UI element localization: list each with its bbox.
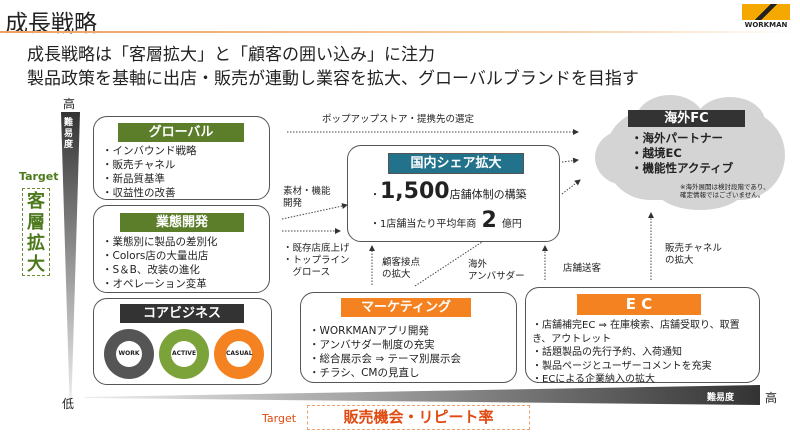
global-box: グローバル インバウンド戦略 販売チャネル 新品質基準 収益性の改善 <box>93 116 270 200</box>
label-touch-2: の拡大 <box>382 269 411 280</box>
label-existing-1: ・既存店底上げ <box>283 243 350 254</box>
avg-sales-unit: 億円 <box>501 219 522 230</box>
overseas-cloud: 海外FC 海外パートナー 越境EC 機能性アクティブ ※海外展開は検討段階であり… <box>595 95 790 210</box>
label-channel-1: 販売チャネル <box>665 243 722 254</box>
axis-low-label: 低 <box>62 397 75 411</box>
marketing-box: マーケティング WORKMANアプリ開発 アンバサダー制度の充実 総合展示会 ⇒… <box>300 292 517 383</box>
target-customer-expansion: 客層拡大 <box>22 188 50 276</box>
label-existing-3: グロース <box>283 267 331 278</box>
label-material-2: 開発 <box>283 198 303 209</box>
list-item: 販売チャネル <box>102 158 197 172</box>
core-business-box: コアビジネス WORK ACTIVE CASUAL <box>93 298 272 385</box>
gear-active-icon: ACTIVE <box>159 329 209 379</box>
domestic-share-box: 国内シェア拡大 ・1,500店舗体制の構築 ・1店舗当たり平均年商 2 億円 <box>347 145 560 242</box>
list-item: S＆B、改装の進化 <box>102 263 218 277</box>
domestic-header: 国内シェア拡大 <box>388 153 524 174</box>
list-item: アンバサダー制度の充実 <box>309 338 461 352</box>
axis-high-label: 高 <box>63 97 76 111</box>
avg-sales-value: 2 <box>481 208 497 233</box>
list-item: 海外パートナー <box>631 131 733 146</box>
gear-work-icon: WORK <box>104 329 154 379</box>
subtitle-line-1: 成長戦略は「客層拡大」と「顧客の囲い込み」に注力 <box>27 45 435 65</box>
global-list: インバウンド戦略 販売チャネル 新品質基準 収益性の改善 <box>102 144 197 200</box>
store-count-value: 1,500 <box>380 179 450 204</box>
vertical-difficulty-label: 難易度 <box>64 118 74 150</box>
marketing-header: マーケティング <box>341 298 471 317</box>
label-popup: ポップアップストア・提携先の選定 <box>322 114 475 125</box>
store-count-line: ・1,500店舗体制の構築 <box>370 179 527 204</box>
list-item: オペレーション変革 <box>102 277 218 291</box>
subtitle-line-2: 製品政策を基軸に出店・販売が連動し業容を拡大、グローバルブランドを目指す <box>27 69 639 89</box>
format-list: 業態別に製品の差別化 Colors店の大量出店 S＆B、改装の進化 オペレーショ… <box>102 235 218 291</box>
overseas-header: 海外FC <box>628 110 745 127</box>
avg-sales-text: 1店舗当たり平均年商 <box>380 219 477 230</box>
ec-list: 店舗補完EC ⇒ 在庫検索、店舗受取り、取置き、アウトレット 話題製品の先行予約… <box>532 319 757 387</box>
target-left-label: Target <box>19 170 59 183</box>
list-item: チラシ、CMの見直し <box>309 366 461 380</box>
list-item: 収益性の改善 <box>102 186 197 200</box>
overseas-list: 海外パートナー 越境EC 機能性アクティブ <box>631 131 734 176</box>
list-item: 製品ページとユーザーコメントを充実 <box>532 360 757 374</box>
list-item: 業態別に製品の差別化 <box>102 235 218 249</box>
format-header: 業態開発 <box>120 213 244 232</box>
ec-box: E C 店舗補完EC ⇒ 在庫検索、店舗受取り、取置き、アウトレット 話題製品の… <box>525 287 760 385</box>
overseas-note: ※海外展開は検討段階であり、確定情報ではございません。 <box>680 183 770 199</box>
avg-sales-line: ・1店舗当たり平均年商 2 億円 <box>370 208 522 233</box>
title-divider <box>0 31 800 33</box>
target-bottom-label: Target <box>262 412 297 425</box>
list-item: インバウンド戦略 <box>102 144 197 158</box>
global-header: グローバル <box>118 123 244 142</box>
marketing-list: WORKMANアプリ開発 アンバサダー制度の充実 総合展示会 ⇒ テーマ別展示会… <box>309 324 461 380</box>
list-item: 新品質基準 <box>102 172 197 186</box>
label-ambassador-2: アンバサダー <box>468 271 525 282</box>
gear-casual-icon: CASUAL <box>214 329 264 379</box>
list-item: 機能性アクティブ <box>631 161 734 176</box>
core-header: コアビジネス <box>120 304 244 323</box>
ec-header: E C <box>577 294 701 315</box>
list-item: 話題製品の先行予約、入荷通知 <box>532 346 757 360</box>
list-item: 店舗補完EC ⇒ 在庫検索、店舗受取り、取置き、アウトレット <box>532 319 757 346</box>
label-existing-2: ・トップライン <box>283 255 350 266</box>
list-item: 総合展示会 ⇒ テーマ別展示会 <box>309 352 461 366</box>
label-ambassador-1: 海外 <box>468 259 488 270</box>
label-material-1: 素材・機能 <box>283 186 331 197</box>
label-channel-2: の拡大 <box>665 255 694 266</box>
workman-logo: WORKMAN <box>742 4 790 30</box>
list-item: WORKMANアプリ開発 <box>309 324 461 338</box>
axis-high-x-label: 高 <box>765 391 778 405</box>
horizontal-difficulty-label: 難易度 <box>707 393 735 403</box>
label-send: 店舗送客 <box>563 263 602 274</box>
format-development-box: 業態開発 業態別に製品の差別化 Colors店の大量出店 S＆B、改装の進化 オ… <box>93 205 270 293</box>
list-item: ECによる企業納入の拡大 <box>532 373 757 387</box>
store-count-text: 店舗体制の構築 <box>449 188 527 201</box>
target-sales-repeat: 販売機会・リピート率 <box>307 405 530 430</box>
label-touch-1: 顧客接点 <box>382 257 421 268</box>
list-item: 越境EC <box>631 146 733 161</box>
list-item: Colors店の大量出店 <box>102 249 218 263</box>
